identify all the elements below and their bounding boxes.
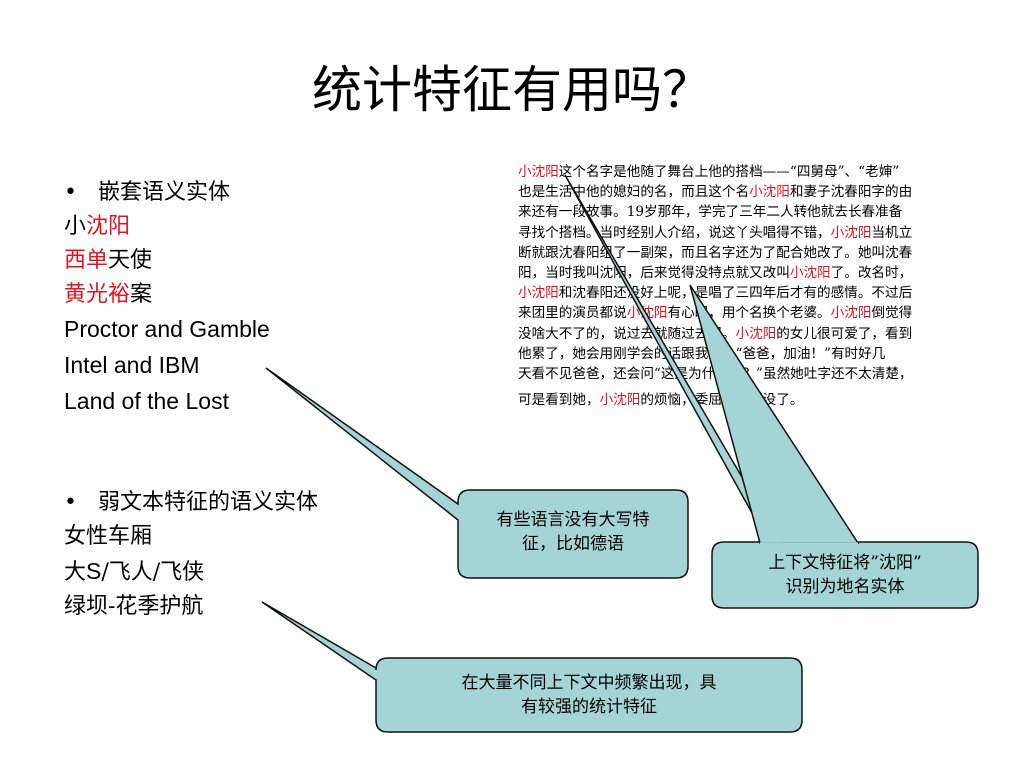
passage-text: 没啥大不了的，说过去就随过去呗。: [518, 325, 736, 342]
passage-text: 阳，当时我叫沈阳，后来觉得没特点就又改叫: [518, 264, 790, 281]
list-item: 大S/飞人/飞侠: [64, 554, 318, 590]
item-text: Land of the Lost: [64, 388, 229, 414]
item-text: 案: [130, 282, 153, 307]
highlighted-entity: 小沈阳: [599, 392, 641, 409]
highlighted-entity: 小沈阳: [518, 285, 559, 302]
highlighted-entity: 小沈阳: [749, 184, 790, 201]
bullet-icon: •: [64, 180, 77, 205]
item-text: 小: [64, 214, 87, 239]
highlighted-entity: 沈阳: [86, 214, 131, 239]
passage-text: 了。改名时，: [830, 264, 913, 281]
highlighted-entity: 小沈阳: [830, 305, 872, 322]
slide-title: 统计特征有用吗？: [312, 61, 712, 119]
list-item: 女性车厢: [64, 520, 318, 554]
passage-line: 没啥大不了的，说过去就随过去呗。小沈阳的女儿很可爱了，看到: [518, 324, 1024, 344]
callout-context-tail-2: [689, 284, 860, 544]
passage-text: 可是看到她，: [518, 392, 600, 409]
passage-line: 来还有一段故事。19岁那年，学完了三年二人转他就去长春准备: [518, 202, 1024, 222]
list-item: Land of the Lost: [64, 384, 270, 420]
list-item: Proctor and Gamble: [64, 312, 270, 348]
passage-text: 来团里的演员都说: [518, 305, 627, 322]
bullet-icon: •: [64, 490, 77, 515]
passage-text: 断就跟沈春阳组了一副架，而且名字还为了配合她改了。她叫沈春: [518, 244, 913, 261]
highlighted-entity: 小沈阳: [735, 325, 777, 342]
callout-capitalization-text: 有些语言没有大写特 征，比如德语: [496, 510, 650, 554]
passage-text: 他累了，她会用刚学会的话跟我说：“爸爸，加油！”有时好几: [518, 345, 886, 362]
highlighted-entity: 小沈阳: [626, 305, 668, 322]
item-text: 绿坝-花季护航: [64, 594, 204, 619]
highlighted-entity: 小沈阳: [789, 264, 831, 281]
list-item: 西单天使: [64, 244, 270, 278]
list-item: 黄光裕案: [64, 278, 270, 312]
list-item: 小沈阳: [64, 210, 270, 244]
highlighted-entity: 黄光裕: [64, 282, 131, 307]
passage-text: 这个名字是他随了舞台上他的搭档——“四舅母”、“老婶”: [558, 164, 900, 180]
passage-text: 来还有一段故事。19岁那年，学完了三年二人转他就去长春准备: [518, 204, 903, 221]
item-text: 大: [64, 560, 87, 585]
heading-text: 弱文本特征的语义实体: [98, 490, 319, 515]
passage-text: 的女儿很可爱了，看到: [776, 325, 913, 342]
callout-statistics-text: 在大量不同上下文中频繁出现，具 有较强的统计特征: [461, 673, 717, 717]
callout-context-text: 上下文特征将”沈阳” 识别为地名实体: [768, 553, 922, 597]
passage-line: 他累了，她会用刚学会的话跟我说：“爸爸，加油！”有时好几: [518, 344, 1024, 364]
passage-text: 和妻子沈春阳字的由: [789, 184, 913, 201]
highlighted-entity: 小沈阳: [830, 224, 872, 241]
item-text: /飞人/飞侠: [101, 560, 205, 585]
weak-feature-entity-list: • 弱文本特征的语义实体 女性车厢大S/飞人/飞侠绿坝-花季护航: [64, 486, 318, 624]
item-text: 天使: [108, 248, 153, 273]
list-item: Intel and IBM: [64, 348, 270, 384]
passage-text: 也是生活中他的媳妇的名，而且这个名: [518, 184, 750, 201]
item-text: Intel and IBM: [64, 352, 200, 378]
list-heading: • 弱文本特征的语义实体: [64, 486, 318, 520]
callout-capitalization-shape: [265, 367, 689, 579]
highlighted-entity: 小沈阳: [518, 164, 559, 180]
list-heading: • 嵌套语义实体: [64, 176, 270, 210]
item-text: 女性车厢: [64, 524, 153, 549]
list-item: 绿坝-花季护航: [64, 590, 318, 624]
callout-context-shape: [564, 174, 979, 609]
passage-line: 也是生活中他的媳妇的名，而且这个名小沈阳和妻子沈春阳字的由: [518, 182, 1024, 202]
passage-line: 断就跟沈春阳组了一副架，而且名字还为了配合她改了。她叫沈春: [518, 243, 1024, 263]
passage-line: 小沈阳这个名字是他随了舞台上他的搭档——“四舅母”、“老婶”: [518, 162, 1024, 182]
item-text: Proctor and Gamble: [64, 316, 270, 342]
highlighted-entity: 西单: [64, 248, 109, 273]
passage-text: 倒觉得: [871, 305, 913, 322]
item-text: S: [86, 558, 102, 584]
heading-text: 嵌套语义实体: [98, 180, 231, 205]
passage-line: 小沈阳和沈春阳还没好上呢，是唱了三四年后才有的感情。不过后: [518, 283, 1024, 303]
passage-text: 当机立: [871, 224, 913, 241]
callout-statistics-shape: [261, 601, 803, 733]
passage-text: 和沈春阳还没好上呢，是唱了三四年后才有的感情。不过后: [558, 285, 913, 302]
passage-line: 阳，当时我叫沈阳，后来觉得没特点就又改叫小沈阳了。改名时，: [518, 263, 1024, 283]
